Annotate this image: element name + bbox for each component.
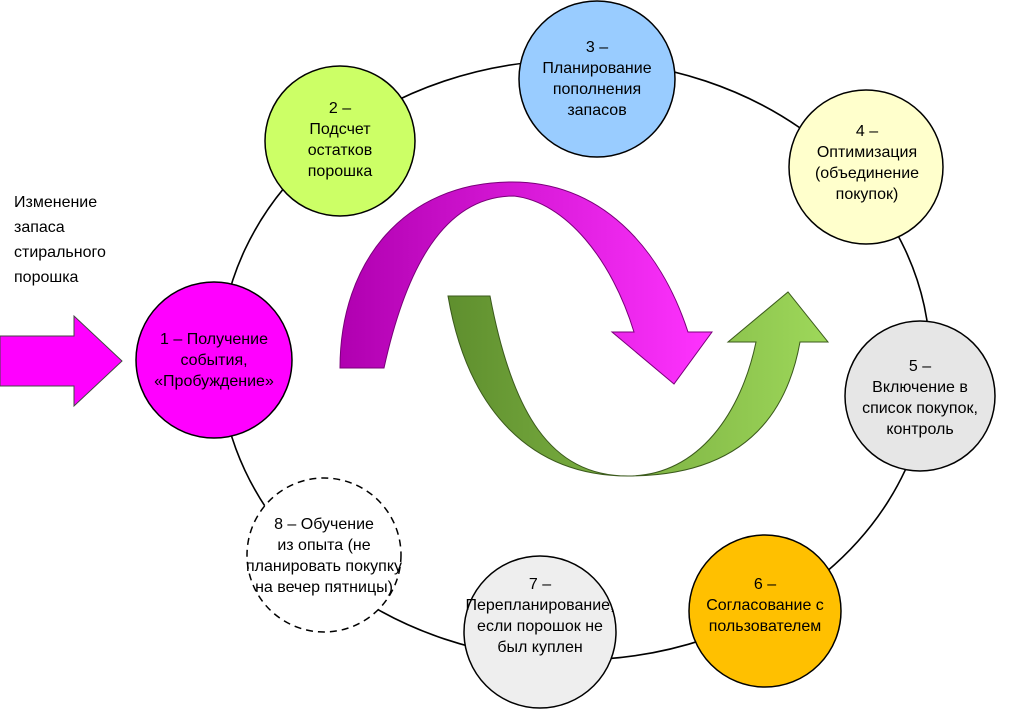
step-line: Планирование [542,60,652,77]
external-event-line: Изменение [14,194,98,211]
step-line: 2 – [328,100,352,117]
magenta-cycle-arrow-icon [339,181,713,385]
step-line: запасов [567,102,627,119]
step-5-node [844,320,996,472]
step-line: 3 – [585,39,609,56]
step-8-node [246,477,402,633]
step-line: планировать покупку [245,558,403,575]
external-event-line: стирального [14,244,106,261]
step-3-label: 3 – Планирование пополнения запасов [522,33,672,125]
step-line: 8 – Обучение [274,516,374,533]
step-line: Подсчет [309,121,371,138]
step-8-label: 8 – Обучение из опыта (не планировать по… [236,510,412,602]
step-1-node [135,281,293,439]
step-line: если порошок не [477,618,603,635]
step-line: покупок) [835,186,899,203]
step-line: Согласование с [706,596,824,614]
step-line: пополнения [552,81,642,98]
step-4-node [788,89,944,245]
external-event-line: порошка [14,269,79,286]
step-line: Оптимизация [816,144,918,161]
step-line: события, [180,351,248,369]
step-5-label: 5 – Включение в список покупок, контроль [845,352,995,444]
step-7-node [463,555,617,709]
step-line: 5 – [908,358,932,375]
step-1-label: 1 – Получение события, «Пробуждение» [136,316,292,404]
step-line: остатков [307,142,373,159]
step-line: 6 – [753,575,777,593]
external-event-label: Изменение запаса стирального порошка [14,190,144,290]
step-2-node [264,65,416,217]
step-6-node [688,534,842,688]
step-2-label: 2 – Подсчет остатков порошка [270,95,410,185]
step-line: контроль [886,421,954,438]
input-arrow-icon [0,314,123,408]
step-line: был куплен [497,639,583,656]
step-line: порошка [307,163,373,180]
step-4-label: 4 – Оптимизация (объединение покупок) [792,117,942,209]
step-line: 1 – Получение [160,330,268,348]
step-line: Перепланирование, [465,597,615,614]
step-line: пользователем [708,617,822,635]
step-line: из опыта (не [277,537,371,554]
step-line: «Пробуждение» [154,372,274,390]
step-7-label: 7 – Перепланирование, если порошок не бы… [456,570,624,662]
step-line: Включение в [872,379,968,396]
green-cycle-arrow-icon [447,291,830,477]
step-line: 7 – [528,576,552,593]
step-line: список покупок, [862,400,978,417]
step-3-node [518,0,676,158]
external-event-line: запаса [14,219,65,236]
step-line: (объединение [814,165,920,182]
step-line: 4 – [855,123,879,140]
step-line: на вечер пятницы) [255,579,393,596]
step-6-label: 6 – Согласование с пользователем [688,570,842,640]
